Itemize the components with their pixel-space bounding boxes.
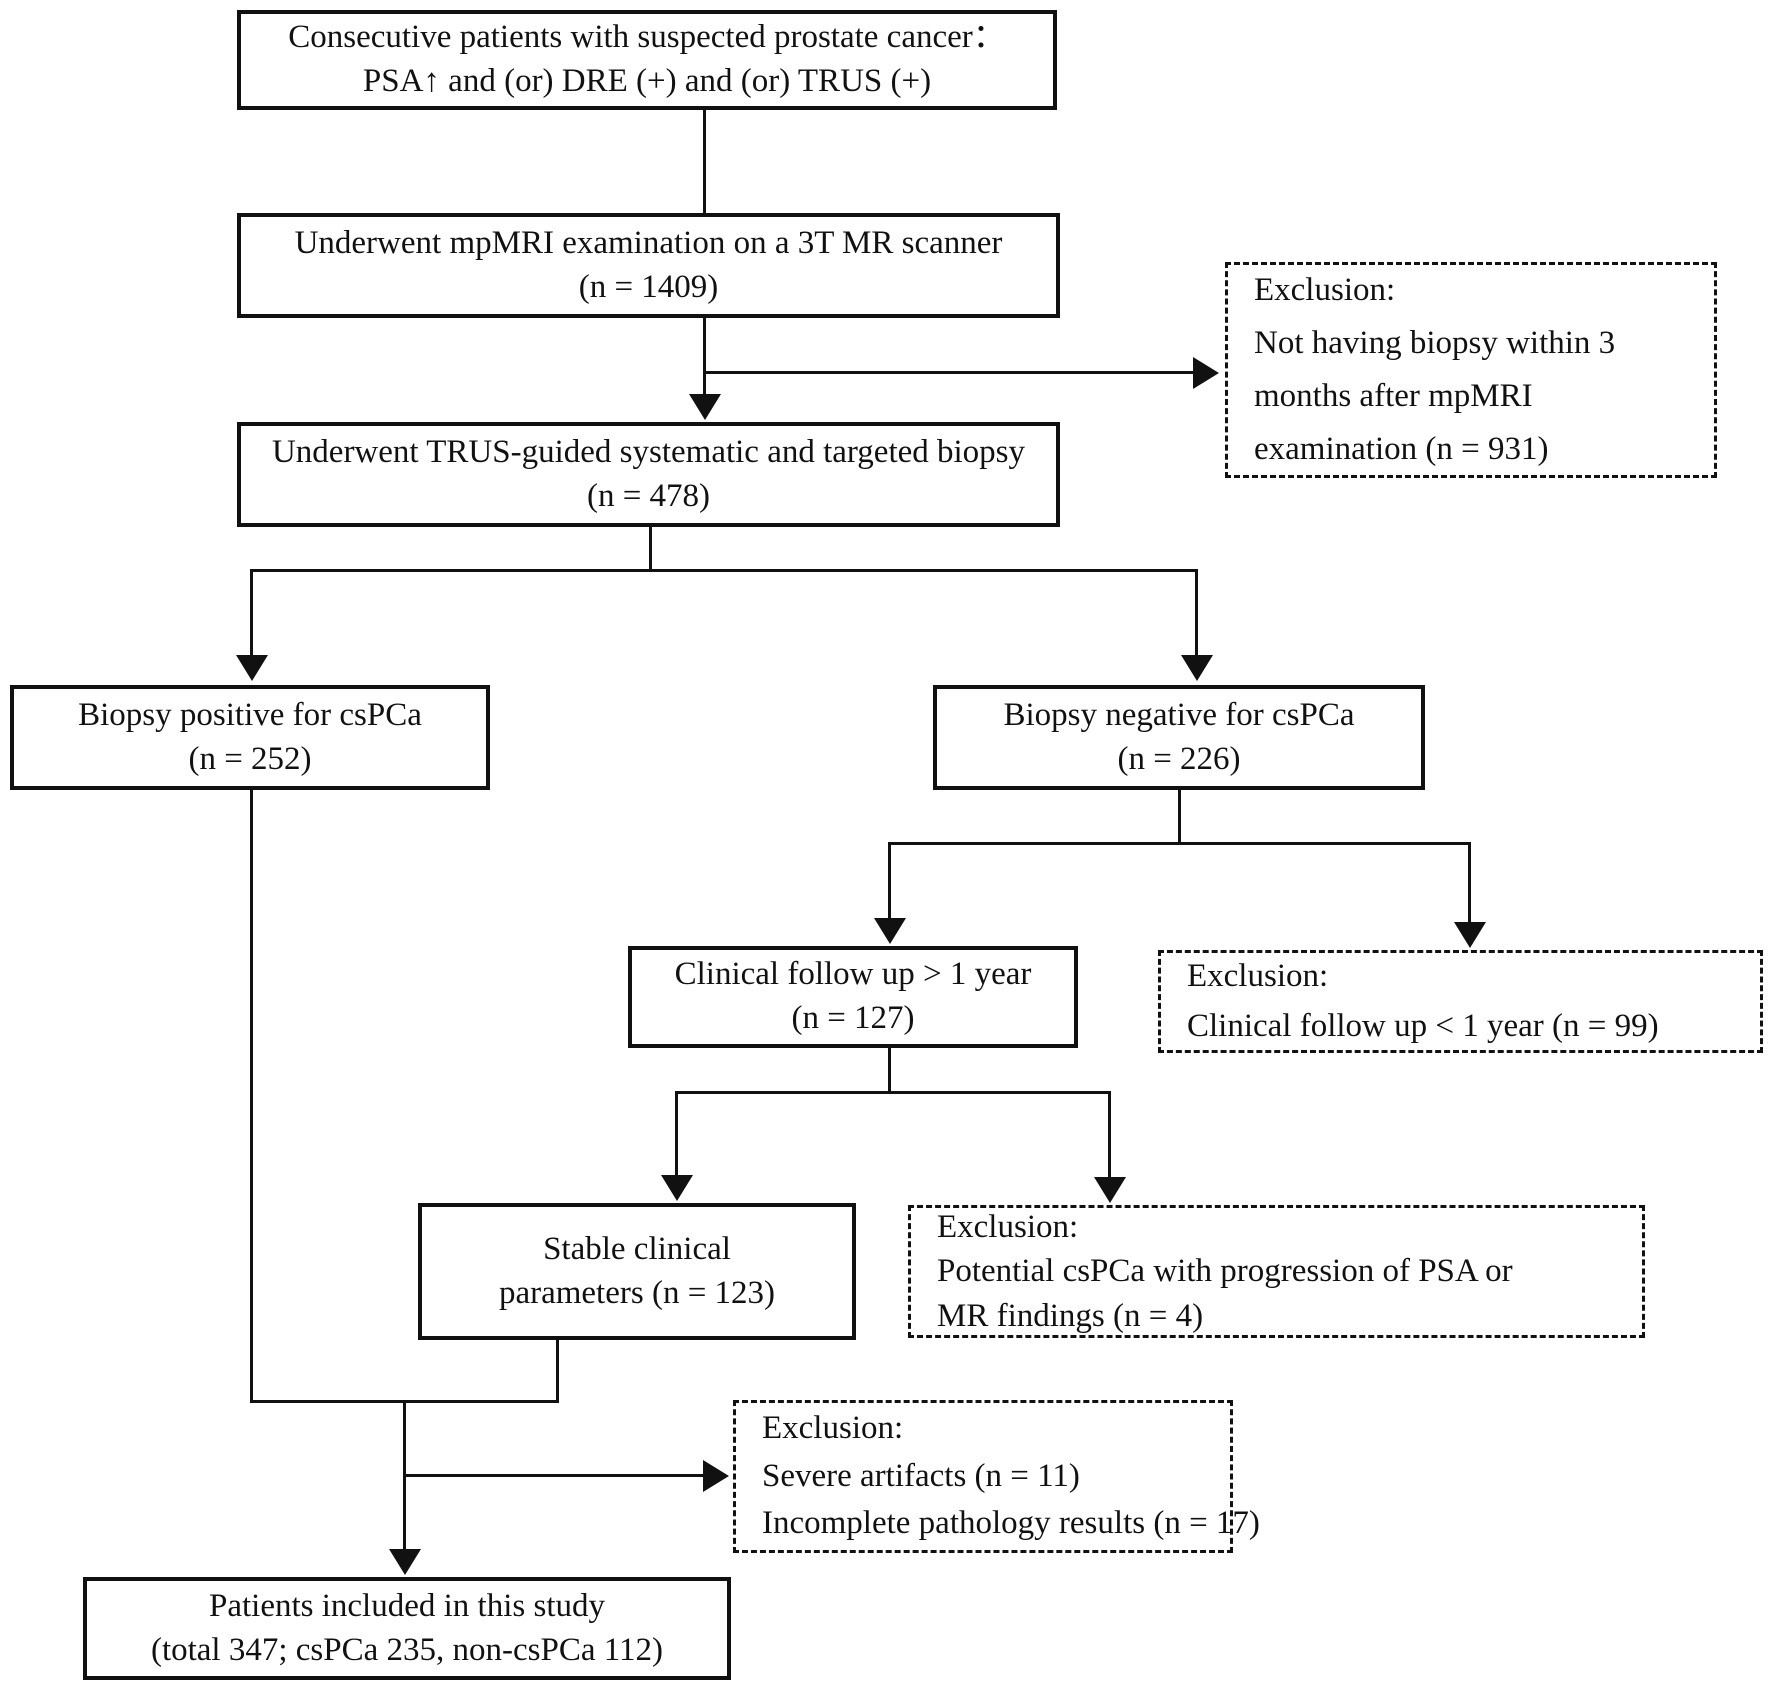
exclusion-no-biopsy-title: Exclusion: [1254, 272, 1396, 309]
box-trus-biopsy-line1: Underwent TRUS-guided systematic and tar… [271, 433, 1026, 470]
exclusion-artifacts-line1: Severe artifacts (n = 11) [762, 1457, 1080, 1494]
box-consecutive-patients: Consecutive patients with suspected pros… [237, 10, 1057, 110]
box-patients-included-line1: Patients included in this study [209, 1587, 605, 1624]
exclusion-potential-title: Exclusion: [937, 1208, 1079, 1245]
connector-down-to-positive [250, 569, 253, 659]
connector-stable-down [556, 1340, 559, 1403]
box-biopsy-negative-line1: Biopsy negative for csPCa [1003, 696, 1355, 733]
arrowhead-into-negative-box [1181, 655, 1213, 681]
arrowhead-into-exclusion-artifacts [703, 1460, 729, 1492]
exclusion-no-biopsy-line2: months after mpMRI [1254, 378, 1533, 414]
box-stable-parameters-line2: parameters (n = 123) [498, 1274, 776, 1311]
arrowhead-into-trus-box [689, 394, 721, 420]
arrowhead-into-followup-box [874, 918, 906, 944]
exclusion-no-biopsy-line3: examination (n = 931) [1254, 430, 1549, 467]
box-mpmri-examination: Underwent mpMRI examination on a 3T MR s… [237, 213, 1060, 318]
box-clinical-followup-count: (n = 127) [791, 1000, 915, 1036]
box-biopsy-negative-count: (n = 226) [1117, 740, 1241, 777]
exclusion-short-followup-line1: Clinical follow up < 1 year (n = 99) [1187, 1007, 1659, 1044]
connector-split-followup-exclusion [888, 842, 1471, 845]
box-biopsy-positive: Biopsy positive for csPCa (n = 252) [10, 685, 490, 790]
connector-negative-down [1178, 790, 1181, 845]
arrowhead-into-exclusion-potential [1094, 1177, 1126, 1203]
exclusion-artifacts-title: Exclusion: [762, 1409, 904, 1446]
exclusion-box-no-biopsy: Exclusion: Not having biopsy within 3 mo… [1225, 262, 1717, 478]
box-consecutive-patients-line1: Consecutive patients with suspected pros… [288, 19, 1006, 56]
box-clinical-followup: Clinical follow up > 1 year (n = 127) [628, 946, 1078, 1048]
box-stable-parameters-line1: Stable clinical [543, 1230, 731, 1267]
connector-down-to-exclusion-potential [1108, 1091, 1111, 1179]
connector-suspected-to-mpmri [703, 110, 706, 213]
arrowhead-into-exclusion-no-biopsy [1193, 357, 1219, 389]
exclusion-potential-line1: Potential csPCa with progression of PSA … [937, 1253, 1513, 1290]
exclusion-box-artifacts: Exclusion: Severe artifacts (n = 11) Inc… [733, 1400, 1260, 1553]
connector-down-to-stable [675, 1091, 678, 1177]
box-biopsy-positive-count: (n = 252) [188, 740, 312, 777]
exclusion-potential-line2: MR findings (n = 4) [937, 1297, 1204, 1334]
connector-down-to-followup [888, 842, 891, 920]
box-clinical-followup-line1: Clinical follow up > 1 year [674, 956, 1032, 993]
exclusion-artifacts-line2: Incomplete pathology results (n = 17) [762, 1505, 1260, 1542]
box-biopsy-negative: Biopsy negative for csPCa (n = 226) [933, 685, 1425, 790]
exclusion-box-potential-cspca: Exclusion: Potential csPCa with progress… [908, 1205, 1645, 1338]
exclusion-box-short-followup: Exclusion: Clinical follow up < 1 year (… [1158, 950, 1763, 1053]
connector-positive-long-down [250, 790, 253, 1403]
box-trus-biopsy: Underwent TRUS-guided systematic and tar… [237, 422, 1060, 527]
box-patients-included: Patients included in this study (total 3… [83, 1577, 731, 1680]
connector-to-exclusion-no-biopsy [703, 371, 1193, 374]
exclusion-no-biopsy-line1: Not having biopsy within 3 [1254, 325, 1616, 362]
exclusion-short-followup-title: Exclusion: [1187, 958, 1329, 994]
box-biopsy-positive-line1: Biopsy positive for csPCa [78, 696, 422, 733]
box-mpmri-line1: Underwent mpMRI examination on a 3T MR s… [294, 224, 1003, 261]
connector-mpmri-to-trus [703, 318, 706, 398]
connector-down-to-exclusion-short-followup [1468, 842, 1471, 924]
arrowhead-into-stable-box [661, 1175, 693, 1201]
arrowhead-into-included-box [389, 1549, 421, 1575]
box-consecutive-patients-line2: PSA↑ and (or) DRE (+) and (or) TRUS (+) [362, 63, 932, 99]
connector-split-stable-exclusion [675, 1091, 1111, 1094]
arrowhead-into-exclusion-short-followup [1454, 922, 1486, 948]
box-trus-biopsy-count: (n = 478) [586, 477, 711, 514]
box-stable-parameters: Stable clinical parameters (n = 123) [418, 1203, 856, 1340]
connector-down-to-negative [1195, 569, 1198, 659]
box-patients-included-count: (total 347; csPCa 235, non-csPCa 112) [150, 1631, 664, 1668]
arrowhead-into-positive-box [236, 655, 268, 681]
box-mpmri-count: (n = 1409) [578, 268, 719, 305]
connector-to-exclusion-artifacts [403, 1474, 703, 1477]
connector-split-positive-negative [250, 569, 1198, 572]
connector-followup-down [888, 1048, 891, 1093]
connector-trus-down [649, 527, 652, 572]
